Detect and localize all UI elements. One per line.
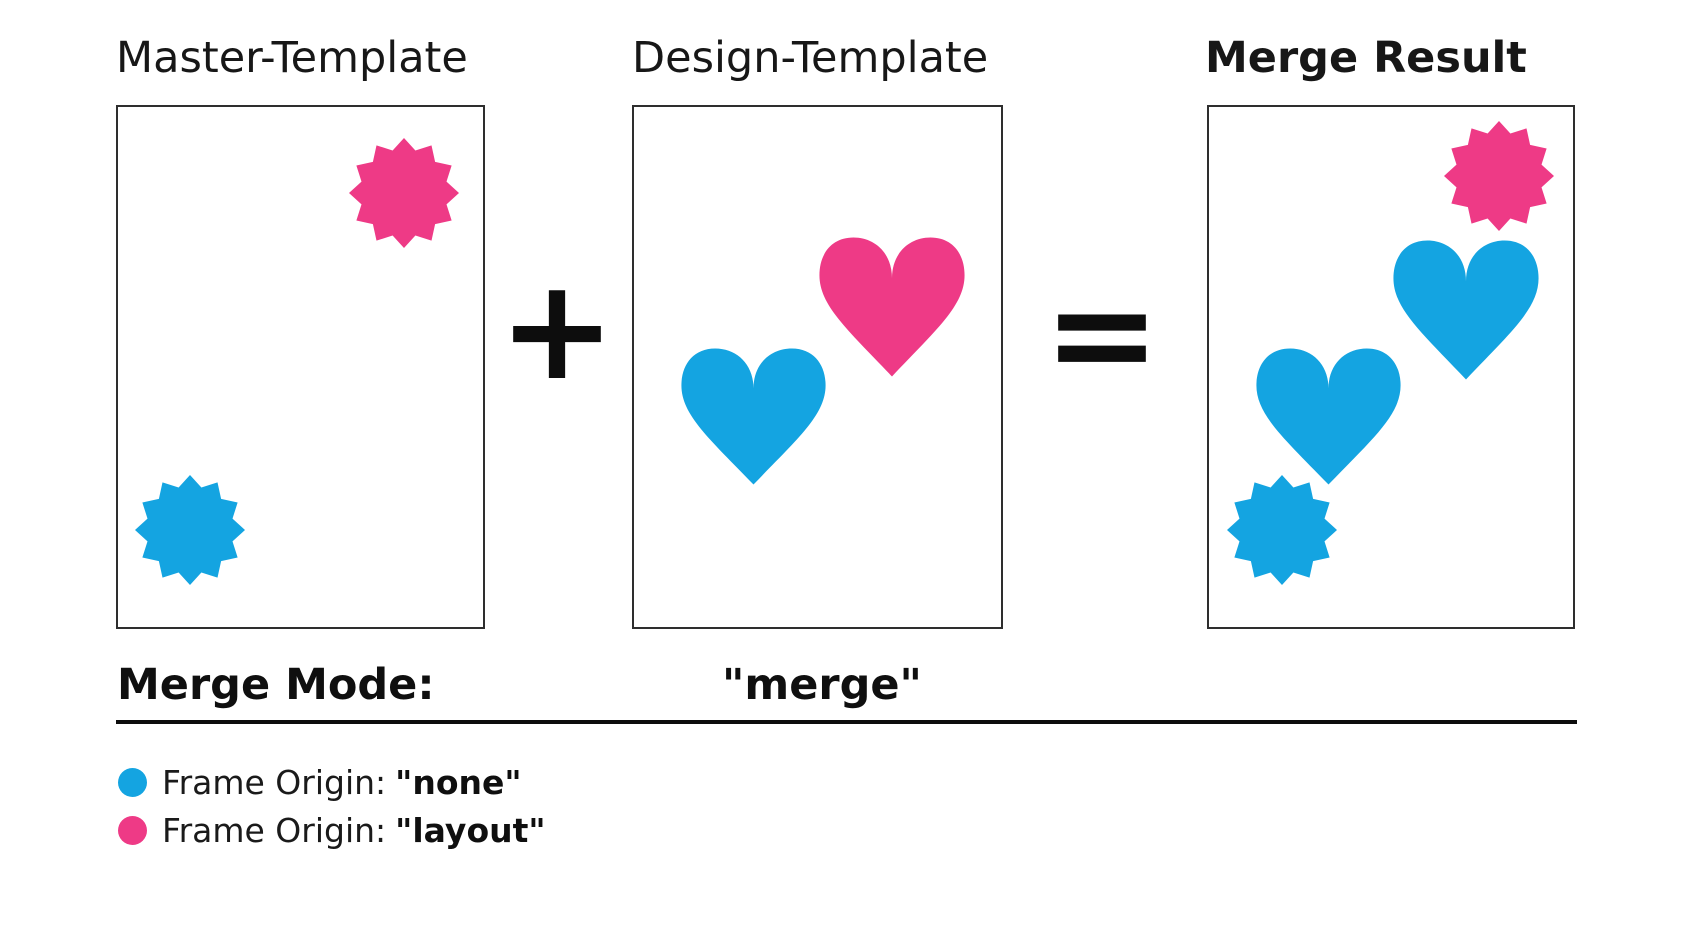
legend-item-frame-origin-none: Frame Origin: "none" — [118, 760, 546, 805]
blue-heart-icon — [1393, 240, 1539, 380]
blue-starburst-icon — [1227, 475, 1337, 585]
horizontal-divider — [116, 720, 1577, 724]
starburst-shape — [135, 475, 245, 585]
master-template-panel — [116, 105, 485, 629]
plus-operator: + — [498, 249, 616, 412]
blue-dot-icon — [118, 768, 147, 797]
pink-starburst-icon — [1444, 121, 1554, 231]
pink-dot-icon — [118, 816, 147, 845]
pink-starburst-icon — [349, 138, 459, 248]
blue-heart-icon — [1256, 348, 1401, 485]
design-template-panel — [632, 105, 1003, 629]
merge-result-panel — [1207, 105, 1575, 629]
panel-title-design: Design-Template — [632, 33, 989, 83]
pink-heart-icon — [819, 237, 965, 377]
legend-label: Frame Origin: — [162, 763, 387, 802]
merge-mode-value: "merge" — [722, 660, 922, 710]
heart-shape — [681, 348, 826, 485]
equals-operator: = — [1043, 253, 1161, 416]
blue-starburst-icon — [135, 475, 245, 585]
legend-item-frame-origin-layout: Frame Origin: "layout" — [118, 808, 546, 853]
merge-mode-label: Merge Mode: — [117, 660, 435, 710]
legend: Frame Origin: "none" Frame Origin: "layo… — [118, 760, 546, 853]
heart-shape — [1256, 348, 1401, 485]
legend-value: "layout" — [395, 811, 546, 850]
starburst-shape — [1227, 475, 1337, 585]
legend-value: "none" — [395, 763, 522, 802]
panel-title-master: Master-Template — [116, 33, 468, 83]
legend-label: Frame Origin: — [162, 811, 387, 850]
heart-shape — [1393, 240, 1539, 380]
blue-heart-icon — [681, 348, 826, 485]
panel-title-merge-result: Merge Result — [1205, 33, 1527, 83]
heart-shape — [819, 237, 965, 377]
starburst-shape — [1444, 121, 1554, 231]
starburst-shape — [349, 138, 459, 248]
